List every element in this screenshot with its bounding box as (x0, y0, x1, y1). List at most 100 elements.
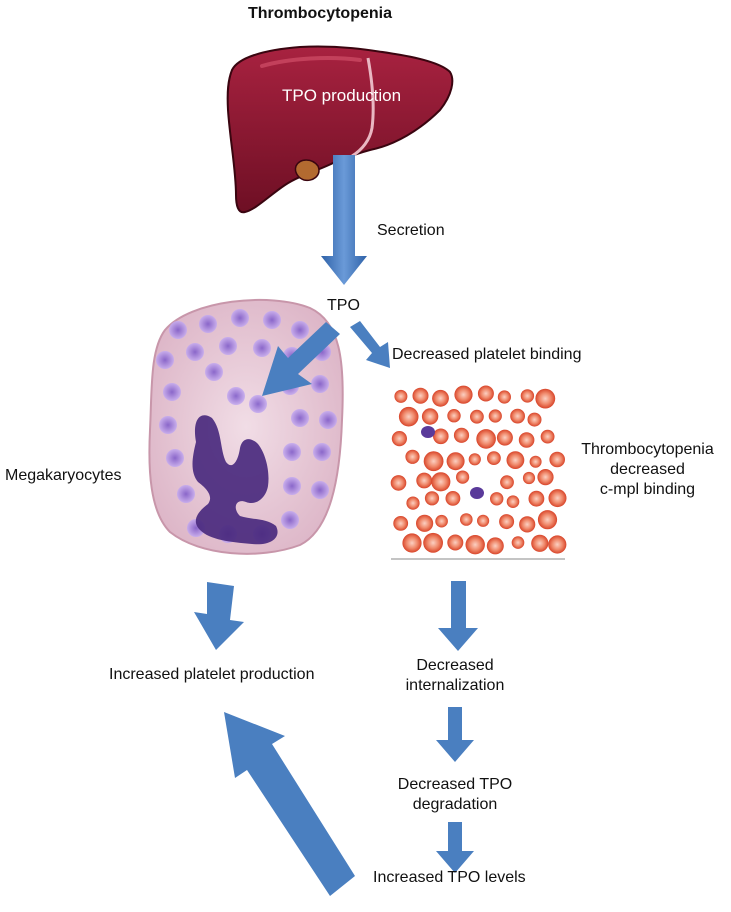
red-blood-cell (470, 409, 484, 424)
levels-to-production-arrow (224, 712, 355, 896)
red-blood-cell (529, 455, 542, 468)
red-blood-cell (540, 429, 555, 444)
red-blood-cell (423, 532, 443, 553)
thrombo-label-line-1: Thrombocytopenia (581, 441, 714, 458)
decreased-binding-label: Decreased platelet binding (392, 346, 582, 363)
red-blood-cell (490, 492, 504, 506)
granule (311, 481, 329, 499)
smear-to-internalization-arrow (438, 581, 478, 651)
granule (319, 411, 337, 429)
red-blood-cell (488, 409, 502, 423)
red-blood-cell (423, 451, 444, 472)
internalization-line-2: internalization (405, 677, 505, 694)
diagram-title: Thrombocytopenia (247, 5, 392, 22)
red-blood-cell (391, 431, 407, 447)
red-blood-cell (499, 514, 515, 530)
granule (281, 511, 299, 529)
increased-levels-label: Increased TPO levels (373, 869, 526, 886)
red-blood-cell (486, 537, 504, 555)
red-blood-cell (549, 451, 565, 468)
granule (227, 387, 245, 405)
liver-ligament (351, 57, 375, 158)
red-blood-cell (510, 408, 525, 424)
red-blood-cell (506, 495, 520, 509)
liver-highlight (260, 56, 362, 68)
granule (169, 321, 187, 339)
red-blood-cell (456, 470, 470, 484)
red-blood-cell (447, 534, 464, 551)
red-blood-cell (431, 472, 451, 492)
red-blood-cell (435, 514, 448, 528)
internalization-line-1: Decreased (416, 657, 494, 674)
thrombo-label-line-3: c-mpl binding (599, 481, 696, 498)
thrombocytopenia-binding-label: Thrombocytopenia decreased c-mpl binding (570, 440, 725, 500)
red-blood-cell (535, 388, 556, 409)
granule (291, 321, 309, 339)
granule (283, 477, 301, 495)
red-blood-cell (518, 432, 535, 448)
granule (311, 375, 329, 393)
granule (291, 409, 309, 427)
red-blood-cell (511, 536, 525, 549)
granule (186, 343, 204, 361)
red-blood-cell (477, 385, 494, 402)
degradation-to-levels-arrow (436, 822, 474, 873)
granule (253, 339, 271, 357)
red-blood-cell (548, 489, 567, 508)
granule (156, 351, 174, 369)
red-blood-cell (453, 427, 470, 443)
megakaryocytes-label: Megakaryocytes (5, 467, 122, 484)
platelet-cell (421, 426, 435, 438)
red-blood-cell (527, 412, 542, 427)
granule (199, 315, 217, 333)
red-blood-cell (496, 429, 513, 446)
liver-label: TPO production (282, 86, 402, 105)
increased-production-label: Increased platelet production (109, 666, 315, 683)
red-blood-cell (454, 385, 473, 404)
internalization-label: Decreased internalization (390, 656, 520, 696)
red-blood-cell (416, 514, 434, 532)
red-blood-cell (416, 472, 433, 489)
red-blood-cell (398, 406, 419, 427)
red-blood-cell (402, 533, 422, 553)
red-blood-cell (394, 389, 408, 403)
thrombo-label-line-2: decreased (610, 461, 685, 478)
red-blood-cell (465, 535, 485, 555)
granule (231, 309, 249, 327)
granule (249, 395, 267, 413)
red-blood-cell (476, 429, 496, 449)
red-blood-cell (393, 516, 409, 531)
degradation-line-2: degradation (412, 796, 498, 813)
degradation-label: Decreased TPO degradation (380, 775, 530, 815)
blood-smear-illustration (390, 385, 567, 560)
tpo-to-platelets-arrow (350, 321, 390, 368)
liver-illustration (226, 45, 454, 214)
red-blood-cell (460, 513, 473, 526)
megakaryocyte-to-production-arrow (194, 582, 244, 650)
red-blood-cell (519, 516, 536, 533)
secretion-arrow (321, 155, 367, 285)
red-blood-cell (424, 491, 440, 506)
secretion-label: Secretion (377, 222, 445, 239)
red-blood-cell (548, 535, 567, 554)
red-blood-cell (433, 428, 449, 445)
red-blood-cell (412, 387, 429, 404)
granule (205, 363, 223, 381)
red-blood-cell (497, 390, 511, 404)
red-blood-cell (447, 409, 461, 423)
tpo-label: TPO (327, 297, 360, 314)
red-blood-cell (520, 389, 535, 403)
granule (283, 443, 301, 461)
red-blood-cell (390, 475, 407, 491)
gallbladder (294, 159, 320, 182)
red-blood-cell (477, 514, 490, 527)
red-blood-cells (390, 385, 567, 555)
degradation-line-1: Decreased TPO (397, 776, 513, 793)
tpo-to-megakaryocyte-arrow (262, 322, 340, 396)
granule (263, 311, 281, 329)
red-blood-cell (421, 408, 439, 425)
platelet-cell (470, 487, 484, 499)
red-blood-cell (468, 453, 481, 466)
red-blood-cell (405, 449, 420, 464)
